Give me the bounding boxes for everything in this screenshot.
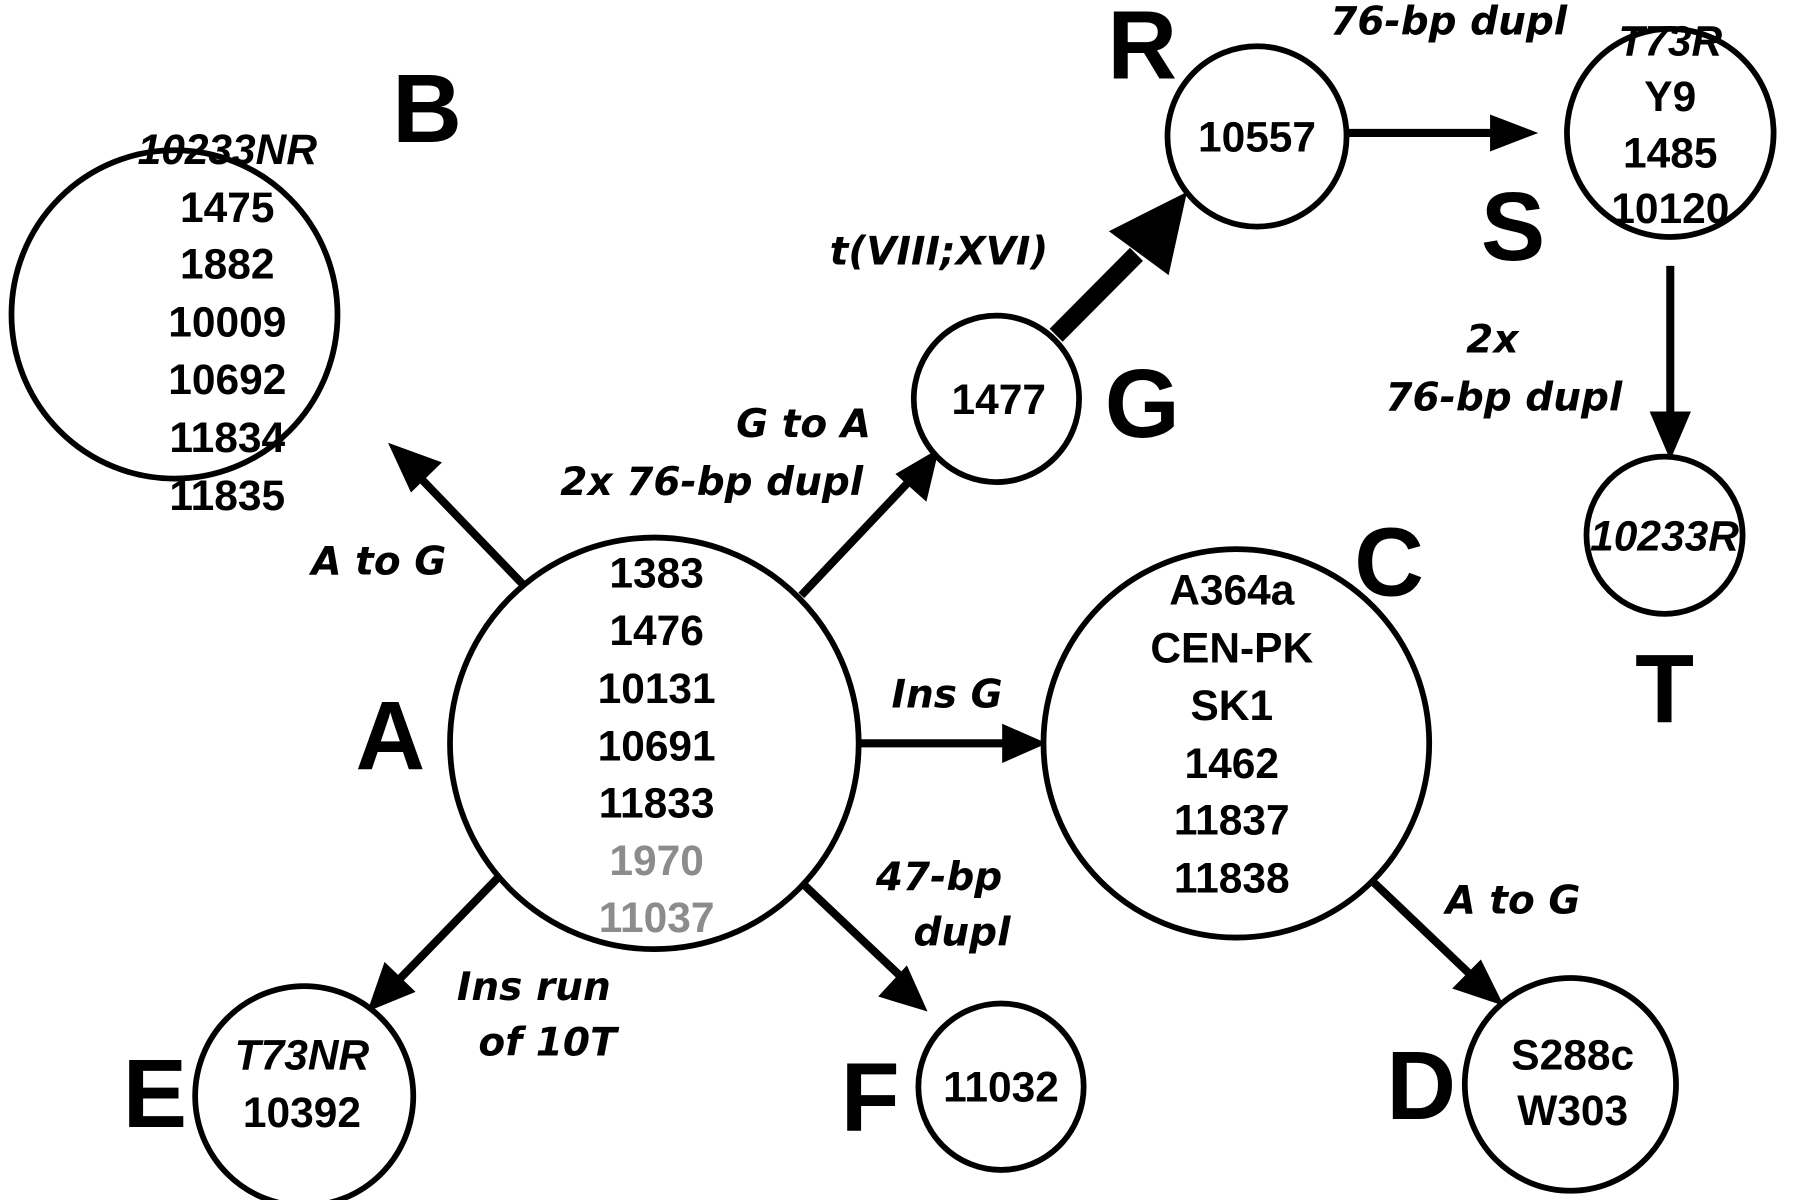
- edge-g-to-r: [1049, 191, 1187, 342]
- strain-label-faded: 1970: [609, 837, 703, 885]
- node-t: 10233R T: [1583, 453, 1746, 744]
- arrowhead: [388, 442, 442, 493]
- edge-label-a-to-e-line1: Ins run: [457, 965, 611, 1010]
- node-letter: R: [1107, 0, 1177, 100]
- arrowhead: [1002, 723, 1047, 764]
- edge-a-to-f: [800, 881, 928, 1012]
- node-circle: [1461, 975, 1679, 1194]
- edge-a-to-e: [367, 875, 500, 1012]
- strain-label: 1882: [180, 240, 274, 288]
- strain-label: 1476: [609, 607, 703, 655]
- edge-line: [1049, 247, 1143, 342]
- node-letter: S: [1481, 172, 1545, 281]
- edge-label-a-to-e-line2: of 10T: [478, 1020, 620, 1065]
- arrowhead: [1108, 191, 1187, 276]
- strain-label: 10233R: [1590, 512, 1739, 560]
- strain-label: W303: [1517, 1087, 1628, 1135]
- node-a: 1383 1476 10131 10691 11833 1970 11037 A: [355, 534, 862, 953]
- strain-label: 1462: [1185, 740, 1279, 788]
- node-letter: G: [1105, 349, 1180, 458]
- arrowhead: [895, 448, 940, 502]
- edge-label-a-to-c: Ins G: [891, 672, 1002, 717]
- node-circle: [1564, 26, 1777, 240]
- strain-label: 10009: [168, 298, 286, 346]
- node-circle: [447, 534, 862, 953]
- strain-label: T73NR: [235, 1031, 370, 1079]
- node-letter: C: [1354, 507, 1424, 616]
- node-circle: [8, 147, 341, 482]
- arrowhead: [367, 961, 416, 1012]
- node-circle: [192, 983, 417, 1200]
- edge-a-to-c: [858, 723, 1047, 764]
- edge-label-a-to-g-line2: 2x 76-bp dupl: [560, 460, 863, 505]
- strain-label: CEN-PK: [1150, 624, 1313, 672]
- node-c: A364a CEN-PK SK1 1462 11837 11838 C: [1040, 507, 1433, 941]
- node-f: 11032 F: [841, 1000, 1087, 1173]
- strain-label: 10691: [598, 723, 716, 771]
- edge-label-r-to-s: 76-bp dupl: [1330, 0, 1568, 45]
- edge-label-a-to-b: A to G: [308, 539, 446, 584]
- strain-label: 11834: [169, 414, 285, 462]
- edge-line: [1363, 872, 1476, 980]
- node-b: 10233NR 1475 1882 10009 10692 11834 1183…: [8, 54, 462, 520]
- strain-label-faded: 11037: [599, 894, 715, 942]
- edge-c-to-d: [1363, 872, 1504, 1006]
- node-letter: B: [392, 54, 462, 163]
- edge-label-a-to-f-line1: 47-bp: [875, 855, 1002, 900]
- edge-s-to-t: [1649, 265, 1691, 461]
- arrowhead: [1649, 411, 1691, 461]
- edge-label-g-to-r: t(VIII;XVI): [830, 230, 1048, 275]
- strain-label: 11835: [169, 472, 285, 520]
- strain-label: A364a: [1169, 566, 1294, 614]
- edge-line: [393, 875, 500, 986]
- node-circle: [1040, 546, 1433, 941]
- edge-label-a-to-f-line2: dupl: [913, 911, 1011, 956]
- strain-label: 1485: [1623, 129, 1717, 177]
- edge-label-a-to-g-line1: G to A: [736, 402, 871, 447]
- strain-label: 10233NR: [138, 126, 318, 174]
- arrowhead: [1452, 959, 1504, 1006]
- node-s: T73R Y9 1485 10120 S: [1481, 17, 1777, 281]
- strain-label: 1477: [951, 376, 1045, 424]
- strain-label: T73R: [1618, 17, 1722, 65]
- strain-label: 1475: [180, 184, 274, 232]
- node-circle: [910, 312, 1082, 485]
- node-letter: T: [1635, 634, 1694, 743]
- arrowhead: [1490, 114, 1539, 152]
- strain-label: 11032: [943, 1064, 1059, 1112]
- node-letter: D: [1386, 1031, 1456, 1140]
- arrowhead: [878, 965, 928, 1012]
- strain-label: 1383: [609, 549, 703, 597]
- node-letter: E: [123, 1039, 187, 1148]
- strain-label: SK1: [1190, 682, 1273, 730]
- node-circle: [1583, 453, 1746, 617]
- node-circle: [915, 1000, 1087, 1173]
- node-e: T73NR 10392 E: [123, 983, 417, 1200]
- strain-label: Y9: [1644, 73, 1696, 121]
- edge-a-to-b: [388, 442, 526, 587]
- node-letter: A: [355, 680, 425, 789]
- edge-r-to-s: [1347, 114, 1539, 152]
- strain-label: 11833: [599, 779, 715, 827]
- strain-label: 11837: [1174, 797, 1290, 845]
- strain-label: 10692: [168, 356, 286, 404]
- strain-label: 10392: [243, 1089, 361, 1137]
- node-g: 1477 G: [910, 312, 1180, 485]
- strain-label: S288c: [1511, 1031, 1634, 1079]
- strain-label: 10557: [1198, 113, 1316, 161]
- edge-label-c-to-d: A to G: [1443, 878, 1581, 923]
- edge-line: [408, 465, 526, 587]
- node-d: S288c W303 D: [1386, 975, 1679, 1194]
- edge-line: [798, 471, 919, 599]
- node-letter: F: [841, 1042, 900, 1151]
- edge-label-s-to-t-line2: 76-bp dupl: [1385, 375, 1623, 420]
- strain-label: 10120: [1611, 185, 1729, 233]
- edge-label-s-to-t-line1: 2x: [1466, 317, 1520, 362]
- edge-line: [800, 881, 904, 980]
- strain-label: 10131: [598, 665, 716, 713]
- node-r: 10557 R: [1107, 0, 1350, 230]
- node-circle: [1164, 43, 1350, 230]
- edge-a-to-g: [798, 448, 940, 599]
- strain-label: 11838: [1174, 854, 1290, 902]
